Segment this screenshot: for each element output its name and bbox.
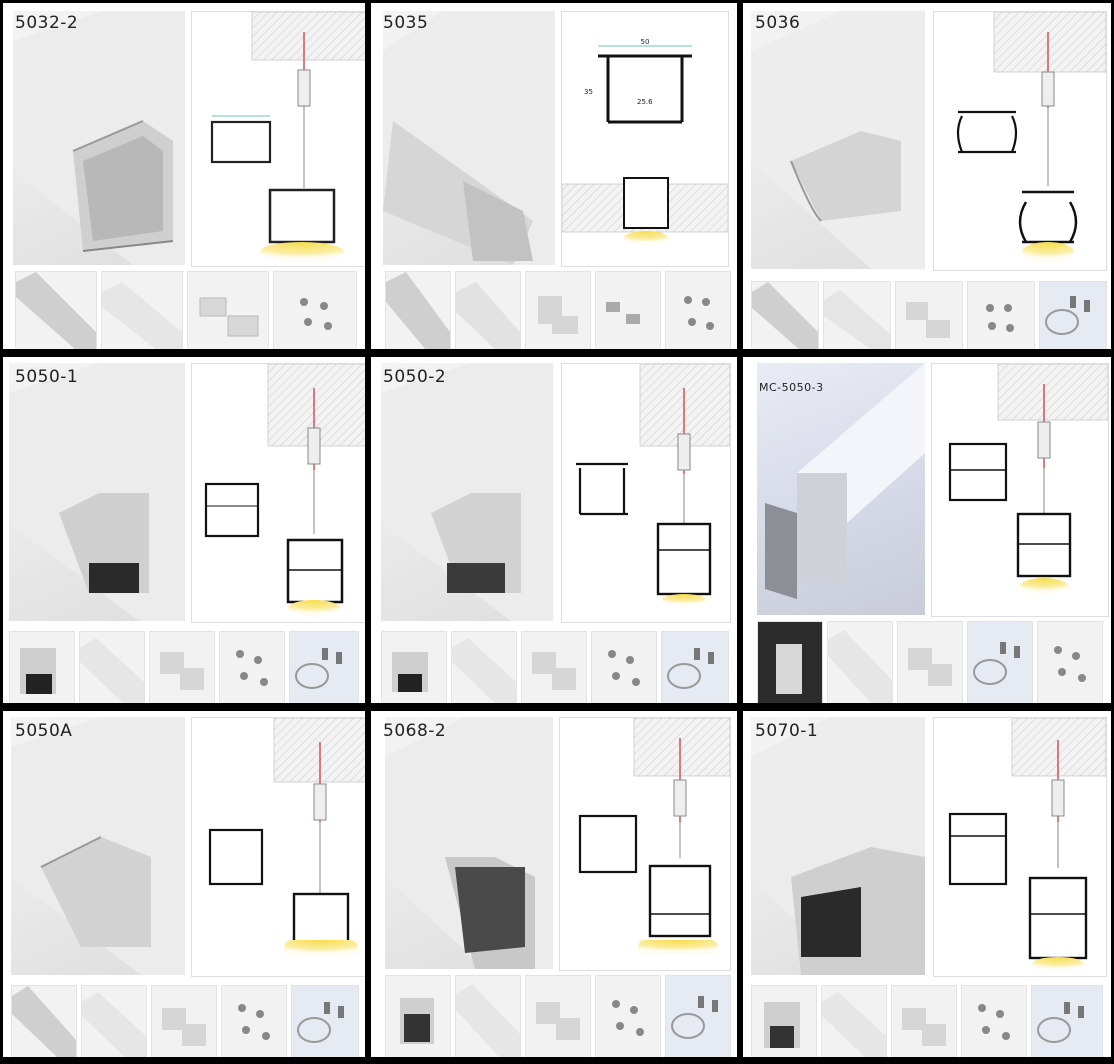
screws-thumb-icon[interactable] xyxy=(961,985,1027,1057)
diffuser-thumb-icon[interactable] xyxy=(101,271,183,349)
product-code: 5068-2 xyxy=(383,721,447,741)
suspension-kit-thumb-icon[interactable] xyxy=(665,975,731,1057)
product-code: 5035 xyxy=(383,13,429,33)
screws-thumb-icon[interactable] xyxy=(665,271,731,349)
profile-photo xyxy=(757,363,925,615)
end-cap-thumb-icon[interactable] xyxy=(525,975,591,1057)
diffuser-thumb-icon[interactable] xyxy=(81,985,147,1057)
profile-photo xyxy=(383,11,555,265)
profile-photo xyxy=(751,717,925,975)
product-code: 5050-2 xyxy=(383,367,447,387)
technical-drawing: 50 35 25.6 xyxy=(561,11,729,267)
suspension-kit-thumb-icon[interactable] xyxy=(291,985,359,1057)
product-cell-5070-1[interactable]: 5070-1 xyxy=(743,711,1111,1057)
profile-thumb-icon[interactable] xyxy=(751,281,819,349)
technical-drawing xyxy=(191,11,365,267)
product-code: 5036 xyxy=(755,13,801,33)
diffuser-thumb-icon[interactable] xyxy=(455,975,521,1057)
diffuser-thumb-icon[interactable] xyxy=(451,631,517,703)
diffuser-thumb-icon[interactable] xyxy=(821,985,887,1057)
end-cap-thumb-icon[interactable] xyxy=(521,631,587,703)
screws-thumb-icon[interactable] xyxy=(221,985,287,1057)
end-cap-thumb-icon[interactable] xyxy=(187,271,269,349)
product-cell-5068-2[interactable]: 5068-2 xyxy=(371,711,737,1057)
dimension-width: 50 xyxy=(641,38,650,46)
suspension-kit-thumb-icon[interactable] xyxy=(967,621,1033,703)
technical-drawing xyxy=(191,717,365,977)
end-cap-thumb-icon[interactable] xyxy=(151,985,217,1057)
screws-thumb-icon[interactable] xyxy=(967,281,1035,349)
diffuser-thumb-icon[interactable] xyxy=(823,281,891,349)
suspension-kit-thumb-icon[interactable] xyxy=(1031,985,1103,1057)
technical-drawing xyxy=(931,363,1109,617)
profile-photo xyxy=(751,11,925,269)
profile-photo xyxy=(381,363,553,621)
profile-photo xyxy=(11,717,185,975)
profile-thumb-icon[interactable] xyxy=(9,631,75,703)
profile-thumb-icon[interactable] xyxy=(381,631,447,703)
end-cap-thumb-icon[interactable] xyxy=(149,631,215,703)
product-cell-5032-2[interactable]: 5032-2 xyxy=(3,3,365,349)
screws-thumb-icon[interactable] xyxy=(219,631,285,703)
suspension-kit-thumb-icon[interactable] xyxy=(289,631,359,703)
technical-drawing xyxy=(559,717,731,971)
end-cap-thumb-icon[interactable] xyxy=(895,281,963,349)
profile-photo xyxy=(13,11,185,265)
clips-thumb-icon[interactable] xyxy=(595,271,661,349)
product-code: 5070-1 xyxy=(755,721,819,741)
dimension-inner: 25.6 xyxy=(637,98,653,106)
technical-drawing xyxy=(191,363,365,623)
product-cell-5050-1[interactable]: 5050-1 xyxy=(3,357,365,703)
end-cap-thumb-icon[interactable] xyxy=(897,621,963,703)
technical-drawing xyxy=(933,11,1107,271)
dimension-height: 35 xyxy=(584,88,593,96)
product-cell-5050-2[interactable]: 5050-2 xyxy=(371,357,737,703)
product-cell-5036[interactable]: 5036 xyxy=(743,3,1111,349)
product-code: 5050-1 xyxy=(15,367,79,387)
diffuser-thumb-icon[interactable] xyxy=(827,621,893,703)
technical-drawing xyxy=(561,363,731,623)
profile-thumb-icon[interactable] xyxy=(385,975,451,1057)
product-cell-mc-5050-3[interactable]: MC-5050-3 xyxy=(743,357,1111,703)
suspension-kit-thumb-icon[interactable] xyxy=(661,631,729,703)
diffuser-thumb-icon[interactable] xyxy=(79,631,145,703)
screws-thumb-icon[interactable] xyxy=(591,631,657,703)
profile-thumb-icon[interactable] xyxy=(385,271,451,349)
end-cap-thumb-icon[interactable] xyxy=(525,271,591,349)
technical-drawing xyxy=(933,717,1107,977)
product-code: 5032-2 xyxy=(15,13,79,33)
product-cell-5035[interactable]: 5035 50 35 25.6 xyxy=(371,3,737,349)
profile-photo xyxy=(385,717,553,969)
screws-thumb-icon[interactable] xyxy=(595,975,661,1057)
product-code: MC-5050-3 xyxy=(759,381,824,394)
profile-thumb-icon[interactable] xyxy=(15,271,97,349)
product-code: 5050A xyxy=(15,721,73,741)
screws-thumb-icon[interactable] xyxy=(273,271,357,349)
suspension-kit-thumb-icon[interactable] xyxy=(1039,281,1107,349)
end-cap-thumb-icon[interactable] xyxy=(891,985,957,1057)
diffuser-thumb-icon[interactable] xyxy=(455,271,521,349)
profile-photo xyxy=(9,363,185,621)
profile-thumb-icon[interactable] xyxy=(11,985,77,1057)
product-cell-5050a[interactable]: 5050A xyxy=(3,711,365,1057)
profile-thumb-icon[interactable] xyxy=(751,985,817,1057)
screws-thumb-icon[interactable] xyxy=(1037,621,1103,703)
profile-thumb-icon[interactable] xyxy=(757,621,823,703)
